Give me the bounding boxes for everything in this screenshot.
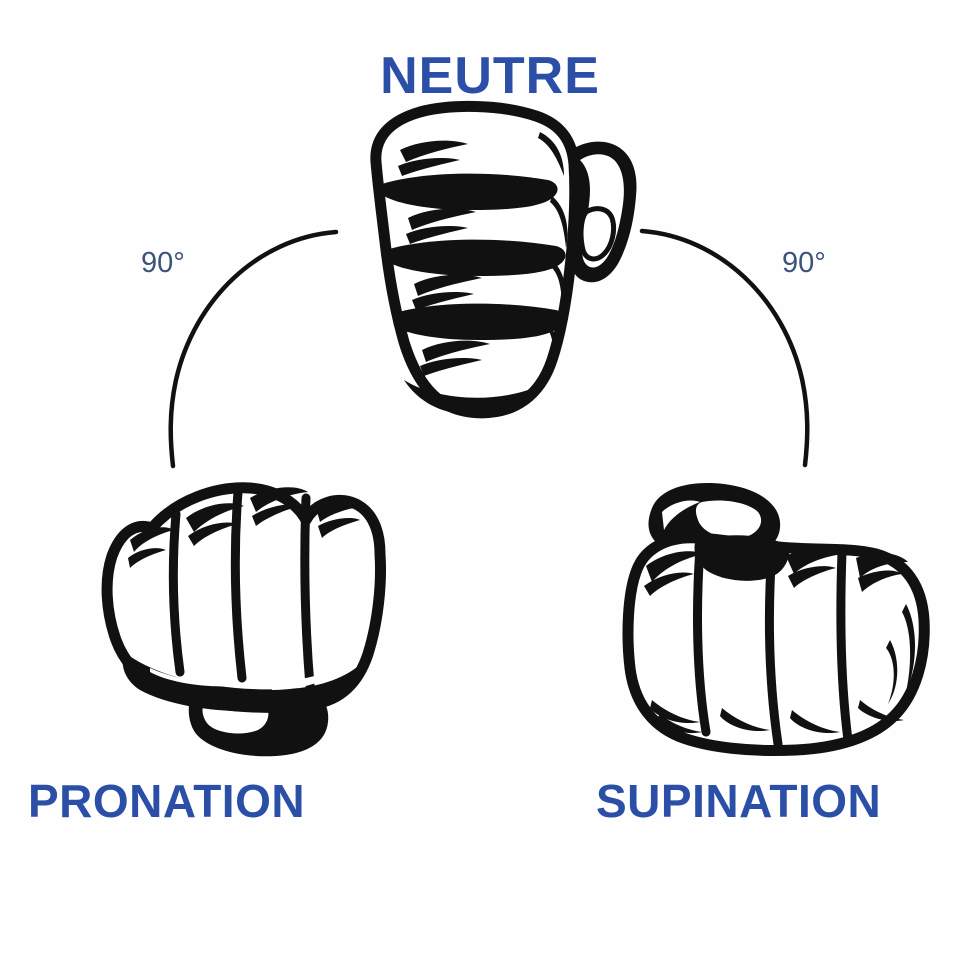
pronated-fist-illustration bbox=[101, 482, 386, 757]
pronated-fist-bottom-edge bbox=[122, 652, 368, 712]
supinated-fist-bottom-flecks bbox=[650, 700, 904, 734]
supinated-fist-edge-shading bbox=[886, 604, 915, 704]
neutral-fist-shading bbox=[398, 132, 568, 376]
pronated-fist-knuckle-shading bbox=[128, 487, 366, 568]
supinated-fist-thumb-highlight bbox=[662, 500, 700, 530]
neutral-fist-creases bbox=[382, 173, 566, 340]
rotation-arc-right bbox=[639, 228, 810, 468]
pronated-fist-finger-lines bbox=[168, 487, 315, 691]
angle-label-left: 90° bbox=[141, 247, 185, 279]
neutral-fist-illustration bbox=[370, 100, 637, 419]
supinated-fist-illustration bbox=[622, 483, 930, 756]
angle-label-right: 90° bbox=[782, 247, 826, 279]
supinated-fist-top-shading bbox=[644, 535, 908, 596]
neutral-position-label: NEUTRE bbox=[380, 47, 600, 105]
neutral-fist-thumbnail bbox=[578, 206, 617, 262]
rotation-arc-left bbox=[168, 229, 339, 469]
pronation-label: PRONATION bbox=[28, 775, 306, 827]
rotation-arcs bbox=[168, 228, 810, 469]
supination-label: SUPINATION bbox=[596, 775, 882, 827]
pronated-fist-bottom-flecks bbox=[150, 662, 348, 690]
supinated-fist-thumbnail bbox=[695, 500, 762, 539]
neutral-fist-wrist bbox=[404, 380, 528, 415]
